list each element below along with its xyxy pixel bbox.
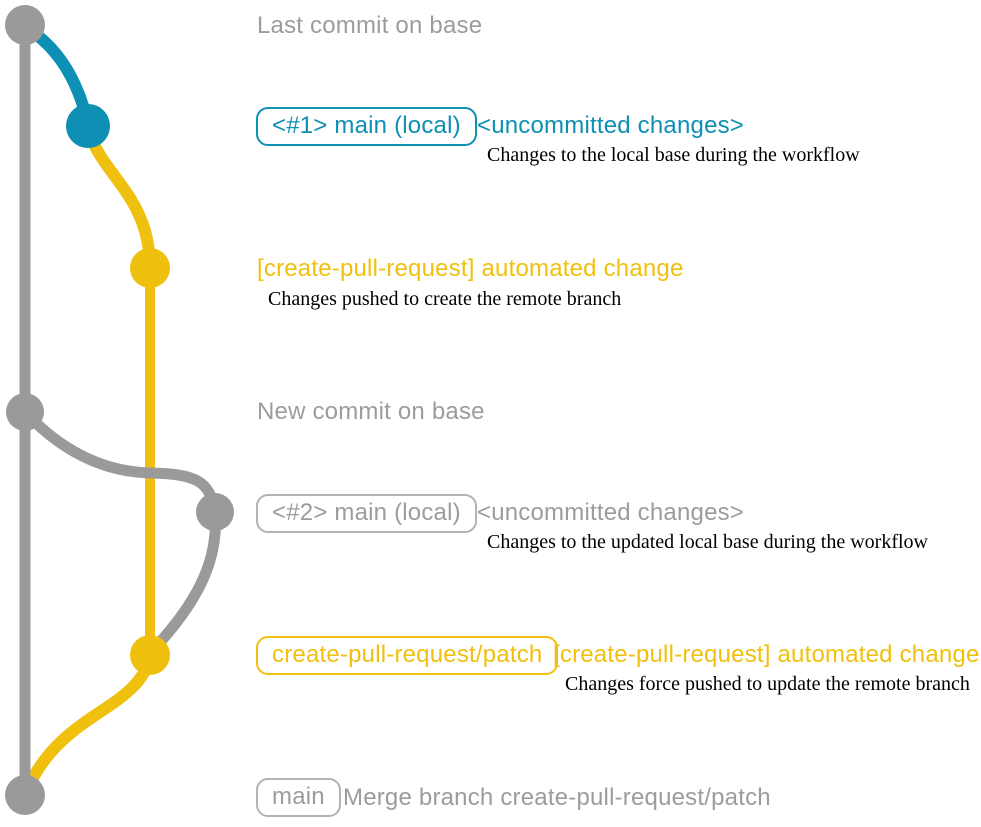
commit-dot-merge [5, 775, 45, 815]
branch-badge-main: main [256, 778, 341, 817]
label-last-commit-on-base: Last commit on base [257, 12, 483, 39]
branch-curve-local-main-2-to-patch [148, 513, 221, 654]
commit-message-uncommitted-2: <uncommitted changes> [477, 499, 745, 526]
commit-message-automated-change-1: [create-pull-request] automated change [257, 255, 684, 282]
note-updated-local-base-changes: Changes to the updated local base during… [487, 531, 928, 553]
branch-curve-patch-to-merge [22, 655, 156, 791]
note-changes-force-pushed: Changes force pushed to update the remot… [565, 673, 970, 695]
commit-dot-base-new [6, 393, 44, 431]
commit-message-uncommitted-1: <uncommitted changes> [477, 112, 745, 139]
commit-dot-base-tip [5, 5, 45, 45]
commit-dot-patch-2 [130, 635, 170, 675]
branch-curve-base-to-local-main-2 [20, 408, 221, 514]
label-new-commit-on-base: New commit on base [257, 398, 485, 425]
branch-badge-create-pull-request-patch: create-pull-request/patch [256, 636, 559, 675]
commit-dot-local-main-1 [66, 104, 110, 148]
note-local-base-changes: Changes to the local base during the wor… [487, 144, 860, 166]
commit-message-automated-change-2: [create-pull-request] automated change [553, 641, 980, 668]
note-changes-pushed: Changes pushed to create the remote bran… [268, 288, 622, 310]
commit-dot-local-main-2 [196, 493, 234, 531]
branch-badge-main-local-2: <#2> main (local) [256, 494, 477, 533]
branch-curve-local-main-1-to-patch [82, 126, 156, 269]
commit-dot-patch-1 [130, 248, 170, 288]
commit-message-merge: Merge branch create-pull-request/patch [343, 784, 771, 811]
git-graph [5, 5, 234, 815]
branch-badge-main-local-1: <#1> main (local) [256, 107, 477, 146]
